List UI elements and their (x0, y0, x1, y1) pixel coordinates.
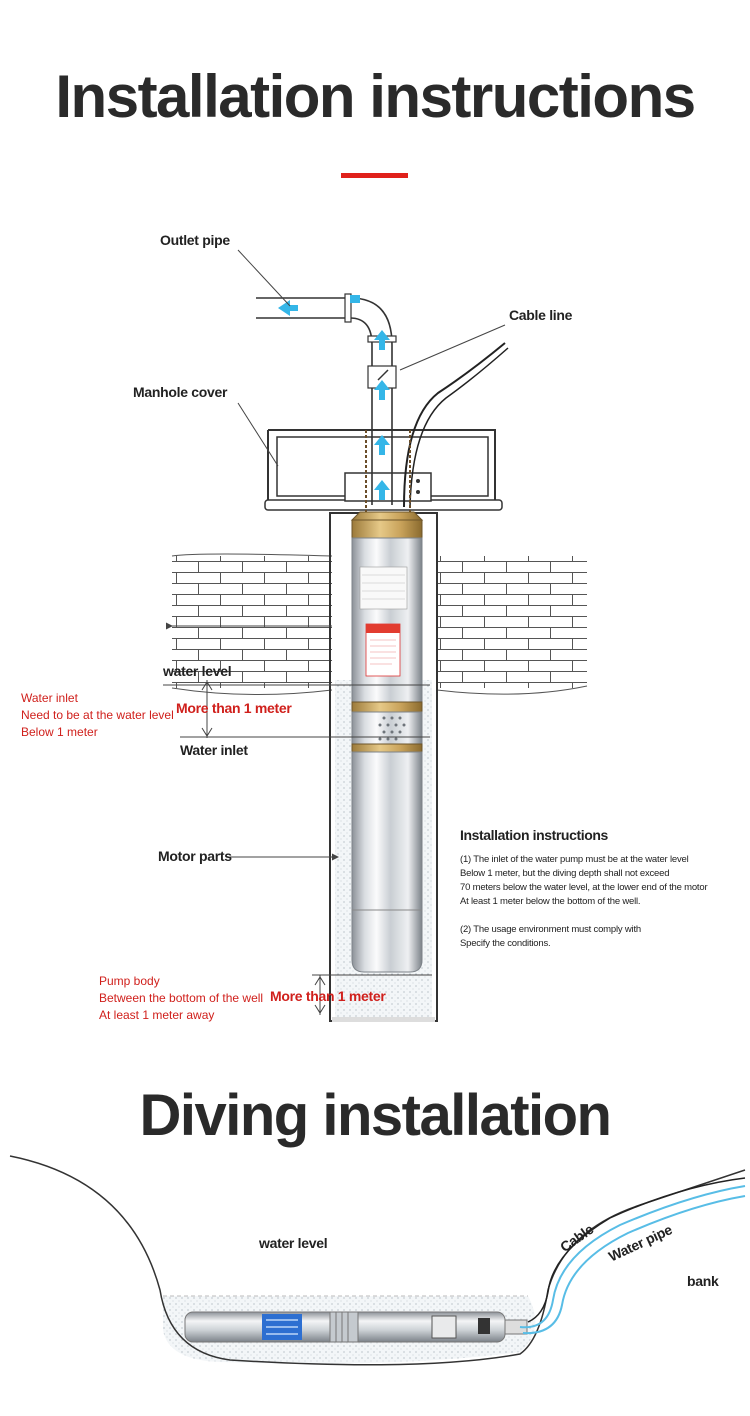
diving-installation-title: Diving installation (139, 1083, 613, 1148)
cable-line (403, 342, 506, 508)
instruction-line: (1) The inlet of the water pump must be … (460, 854, 689, 865)
diving-cable-label: Cable (557, 1220, 597, 1256)
motor-parts-label: Motor parts (158, 848, 232, 864)
pump-body-note: Pump body Between the bottom of the well… (99, 973, 263, 1024)
water-pipe-line (519, 1185, 746, 1329)
brick-wall-right (437, 556, 587, 688)
pump-body-note-line: At least 1 meter away (99, 1008, 215, 1022)
more-than-1-meter-top: More than 1 meter (176, 700, 292, 716)
horizontal-pump (184, 1311, 528, 1343)
title-accent-bar (341, 173, 408, 178)
diving-water-level-label: water level (259, 1235, 328, 1251)
cable-box (344, 472, 432, 502)
water-inlet-note: Water inlet Need to be at the water leve… (21, 690, 174, 741)
more-than-1-meter-bottom: More than 1 meter (270, 988, 386, 1004)
instruction-line: 70 meters below the water level, at the … (460, 882, 708, 893)
outlet-pipe-label: Outlet pipe (160, 232, 230, 248)
cable-line-label: Cable line (509, 307, 573, 323)
well-installation-diagram (163, 249, 588, 1022)
water-inlet-note-line: Water inlet (21, 691, 78, 705)
instructions-heading: Installation instructions (460, 827, 608, 843)
instruction-line: Below 1 meter, but the diving depth shal… (460, 868, 670, 879)
water-inlet-note-line: Below 1 meter (21, 725, 98, 739)
pond-water (163, 1296, 536, 1364)
pump-motor (351, 751, 423, 973)
manhole-cover-label: Manhole cover (133, 384, 228, 400)
manhole-frame (267, 429, 496, 503)
instruction-line: Specify the conditions. (460, 938, 551, 949)
submersible-pump (350, 511, 424, 973)
pump-body-note-line: Between the bottom of the well (99, 991, 264, 1005)
installation-instructions-block: Installation instructions (1) The inlet … (460, 827, 708, 951)
brick-wall-left (172, 556, 332, 688)
pump-body (351, 537, 423, 703)
water-inlet-label: Water inlet (180, 742, 248, 758)
flow-arrows (278, 295, 390, 500)
water-inlet-note-line: Need to be at the water level (21, 708, 174, 722)
pond-bank-outline (9, 1155, 746, 1366)
diving-water-pipe-label: Water pipe (606, 1221, 675, 1265)
instruction-line: (2) The usage environment must comply wi… (460, 924, 641, 935)
page-title: Installation instructions (55, 63, 696, 130)
bank-label: bank (687, 1273, 719, 1289)
pump-body-note-line: Pump body (99, 974, 160, 988)
water-level-label: water level (163, 663, 232, 679)
instruction-line: At least 1 meter below the bottom of the… (460, 896, 641, 907)
